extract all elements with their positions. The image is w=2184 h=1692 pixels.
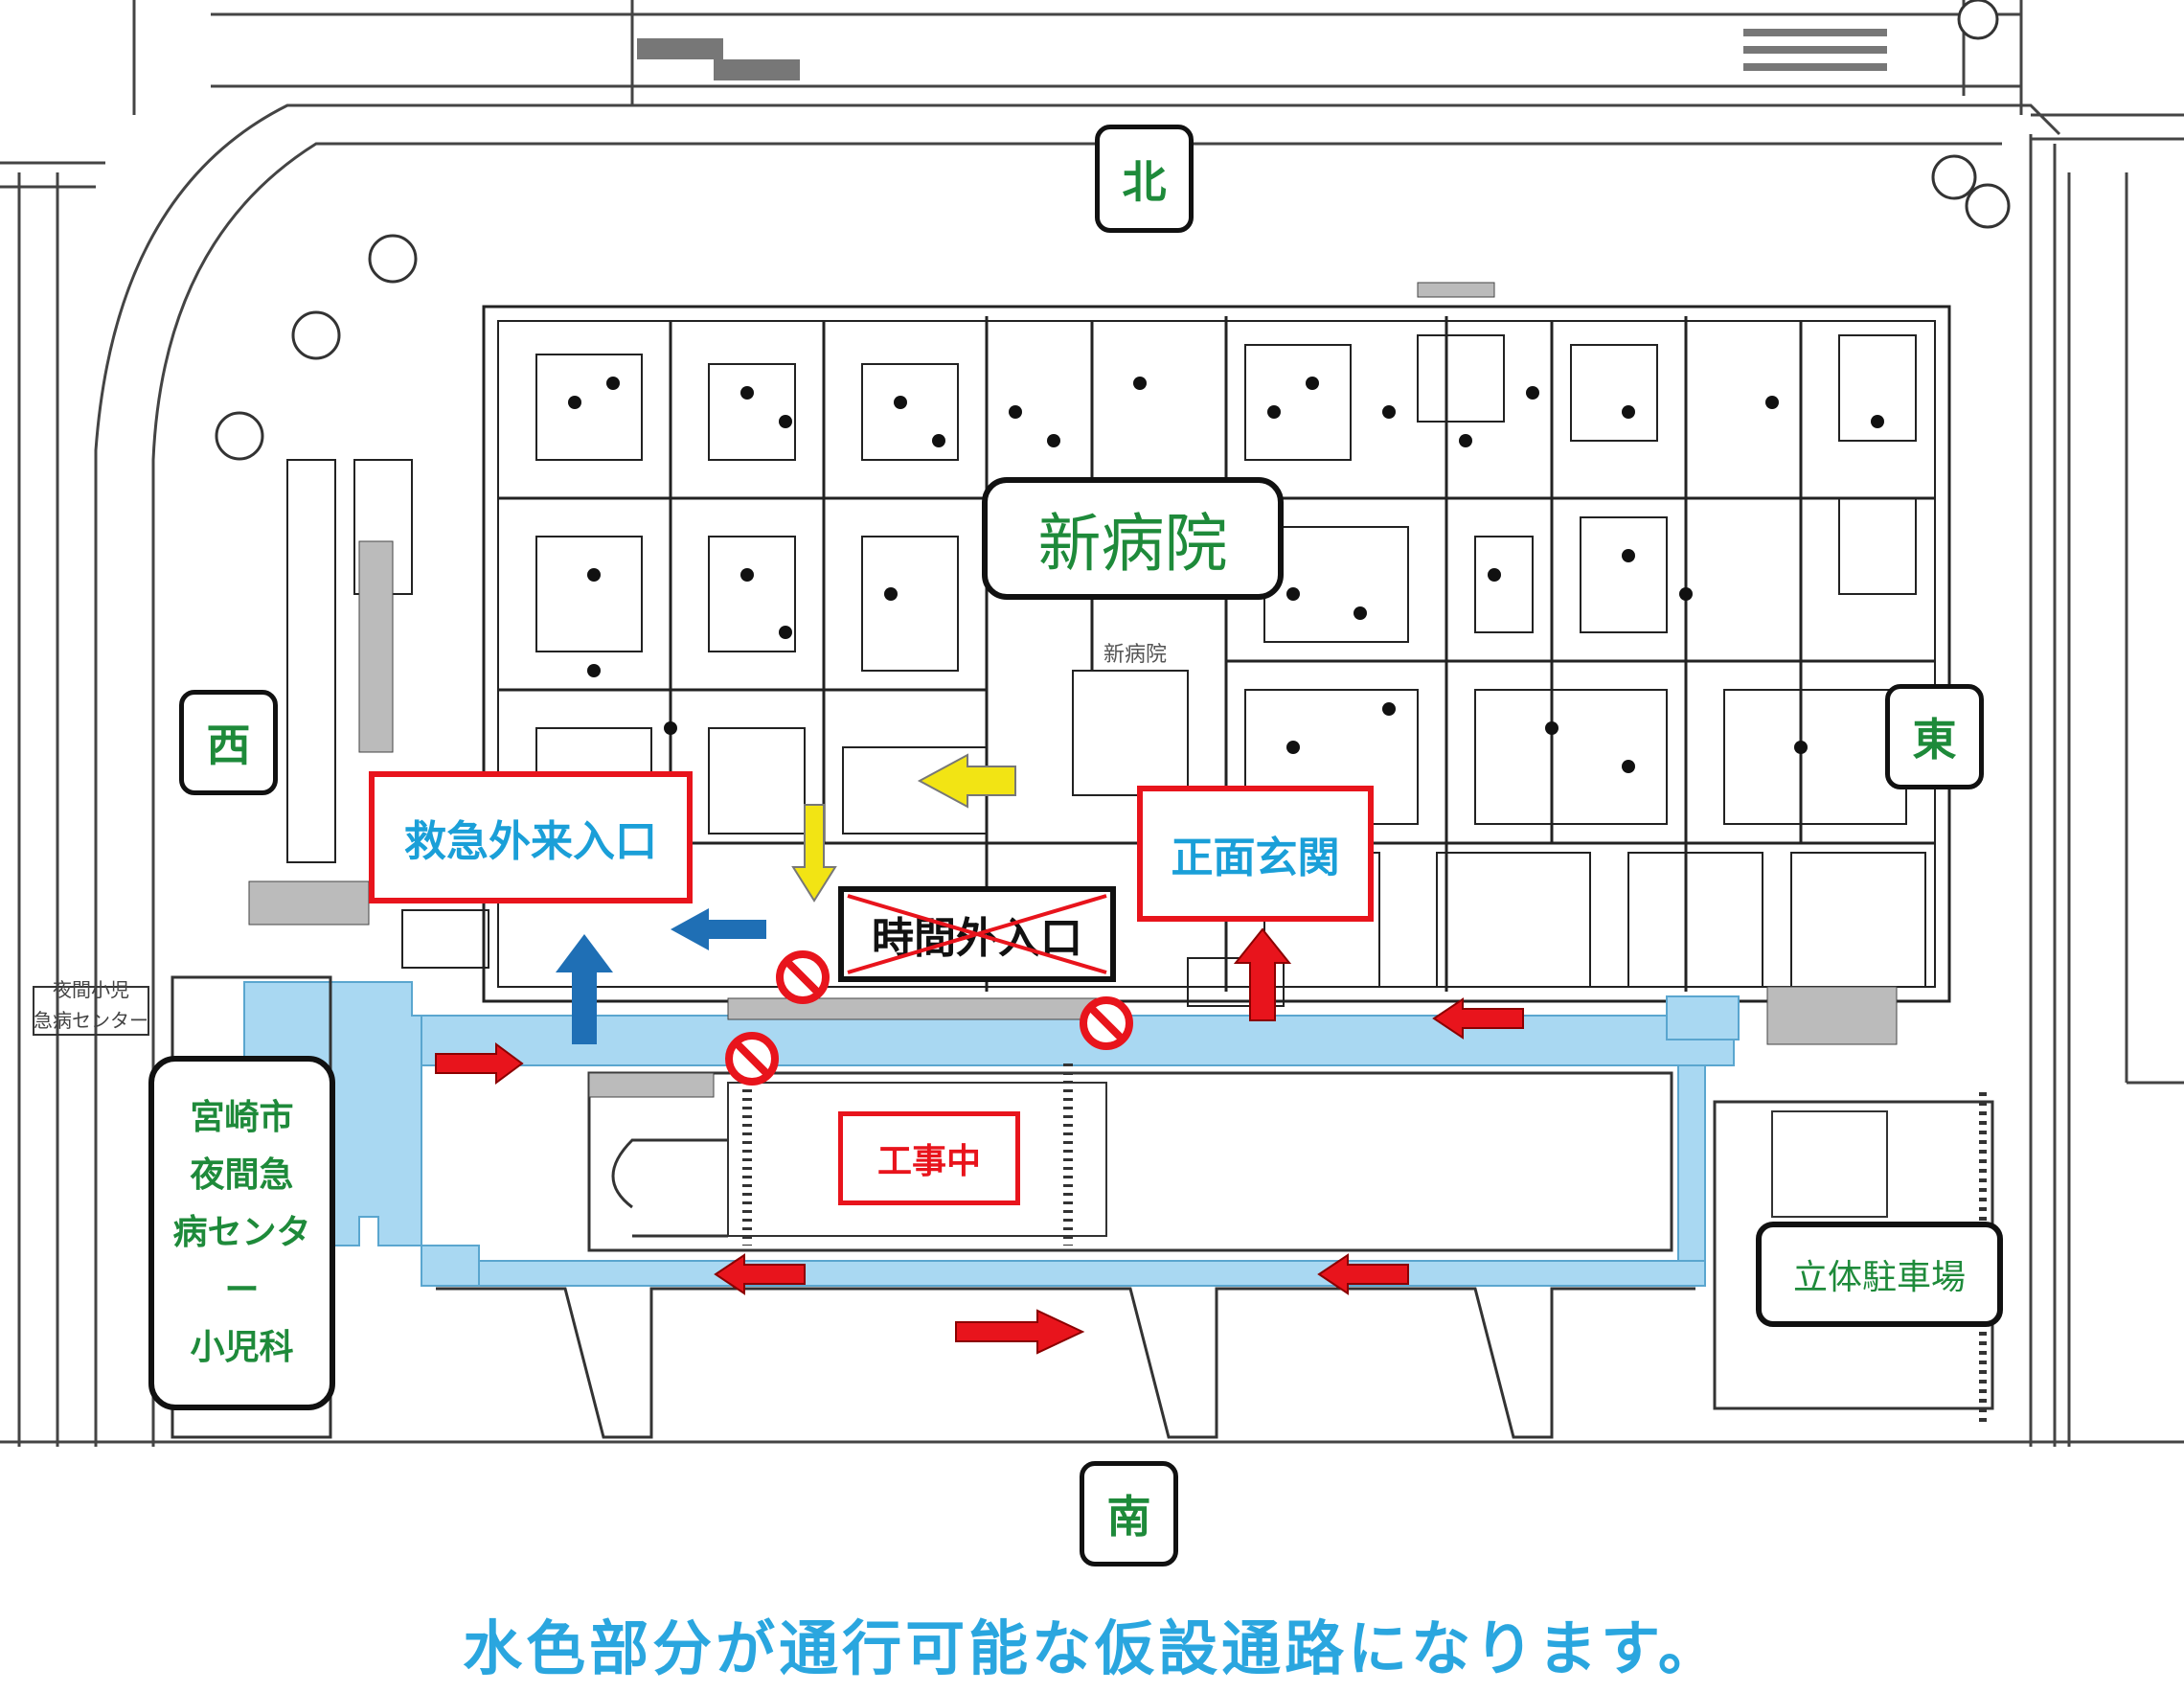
- parking-lot: [436, 1063, 1695, 1439]
- arrow-left-icon: [671, 908, 766, 950]
- construction-label: 工事中: [838, 1111, 1020, 1205]
- night-center-line-2: 夜間急: [190, 1155, 294, 1195]
- no-entry-signs: [725, 950, 1133, 1086]
- plan-building-label: 新病院: [1103, 643, 1167, 667]
- arrow-left-icon: [1432, 997, 1524, 1040]
- crossed-out-icon: [847, 894, 1107, 974]
- night-center-line-5: 小児科: [190, 1328, 294, 1367]
- trees: [215, 0, 2011, 461]
- no-entry-icon: [776, 950, 830, 1004]
- no-entry-icon: [725, 1032, 779, 1086]
- plan-night-center-label-1: 夜間小児: [53, 978, 129, 1001]
- night-center-line-1: 宮崎市: [190, 1098, 294, 1137]
- north-label: 北: [1095, 125, 1194, 233]
- crosswalk: [637, 29, 1887, 80]
- no-entry-icon: [1080, 996, 1133, 1050]
- plan-night-center-label-2: 急病センター: [34, 1009, 148, 1032]
- night-center-line-4: ー: [224, 1270, 260, 1310]
- canopy: [248, 282, 1898, 1098]
- plan-symbols: [568, 377, 1884, 773]
- red-arrows: [435, 927, 1524, 1355]
- after-hours-entrance-label: 時間外入口: [838, 886, 1116, 982]
- west-label: 西: [179, 690, 278, 795]
- arrow-left-icon: [714, 1253, 806, 1295]
- arrow-left-icon: [917, 753, 1016, 809]
- blue-arrows: [556, 908, 766, 1044]
- south-label: 南: [1080, 1461, 1178, 1566]
- arrow-up-icon: [1233, 927, 1292, 1021]
- night-center-line-3: 病センタ: [172, 1213, 311, 1252]
- arrow-right-icon: [955, 1309, 1085, 1355]
- arrow-down-icon: [791, 804, 837, 903]
- east-label: 東: [1885, 684, 1984, 789]
- arrow-up-icon: [556, 934, 613, 1044]
- arrow-left-icon: [1317, 1253, 1409, 1295]
- night-center-label: 宮崎市 夜間急 病センタ ー 小児科: [148, 1056, 335, 1410]
- main-entrance-label: 正面玄関: [1137, 786, 1374, 922]
- caption: 水色部分が通行可能な仮設通路になります。: [463, 1613, 1721, 1683]
- emergency-entrance-label: 救急外来入口: [369, 771, 693, 903]
- parking-garage-label: 立体駐車場: [1756, 1222, 2003, 1327]
- yellow-arrows: [791, 753, 1016, 903]
- arrow-right-icon: [435, 1042, 524, 1085]
- building-label: 新病院: [982, 477, 1284, 600]
- hospital-site-plan: 夜間小児 急病センター 新病院: [0, 0, 2184, 1447]
